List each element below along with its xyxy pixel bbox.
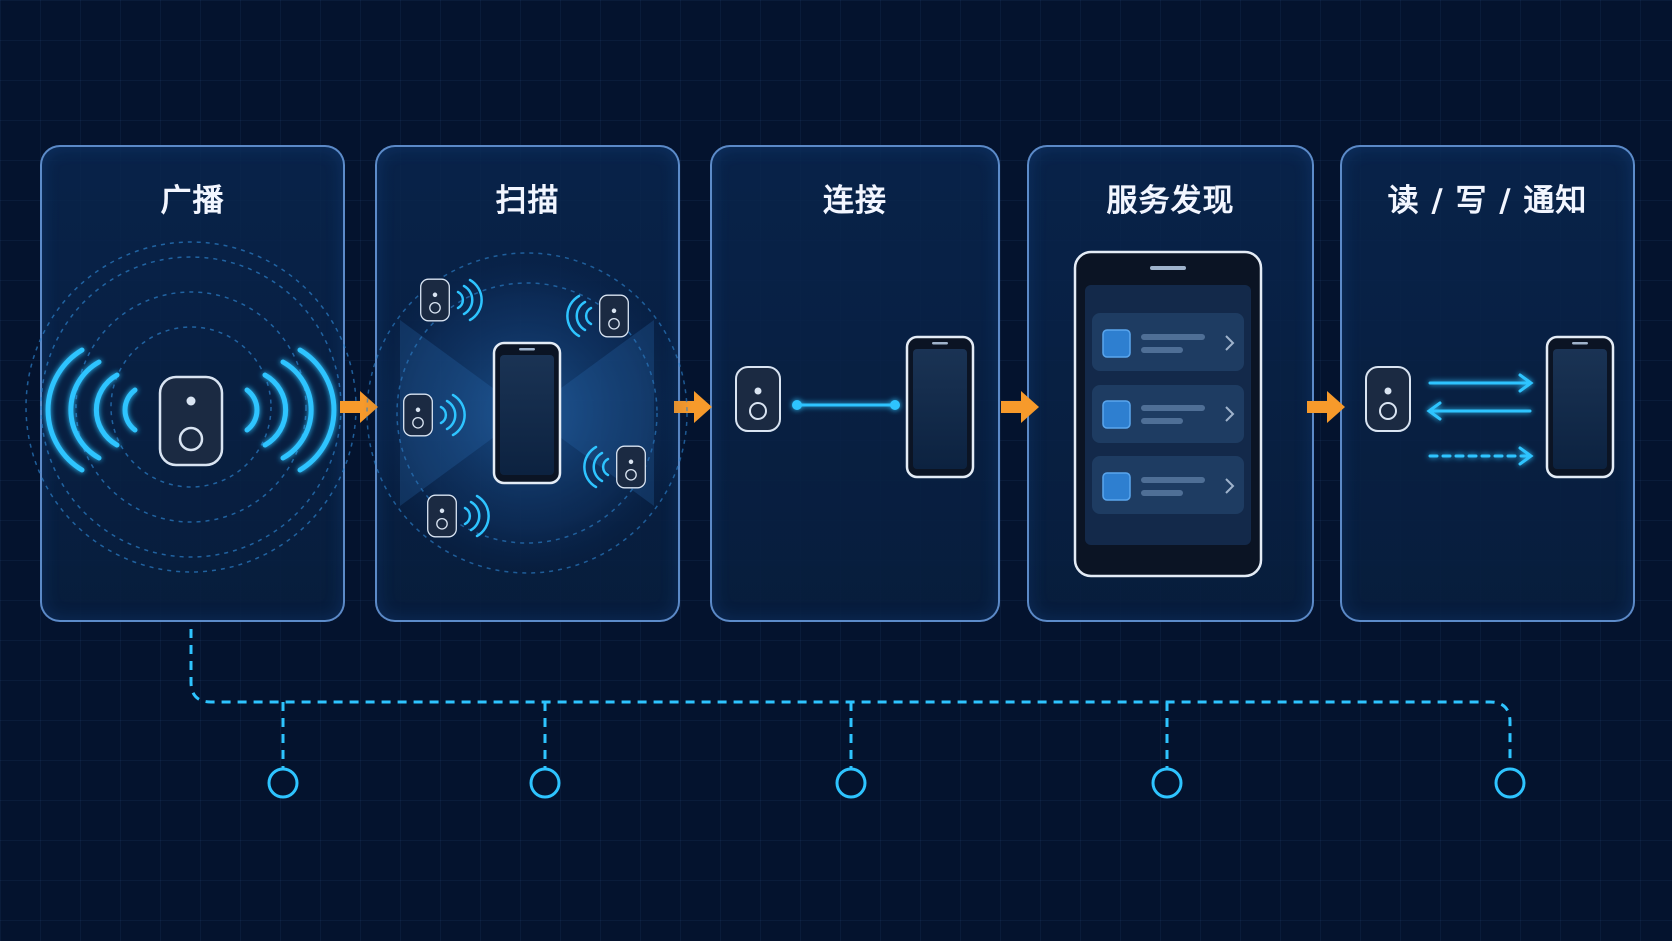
service-discovery-illustration <box>1073 250 1263 578</box>
panel-title-advertising: 广播 <box>160 183 225 219</box>
chevron-right-icon <box>1225 406 1235 422</box>
ble-device-icon <box>420 278 483 322</box>
service-list-item <box>1092 313 1244 371</box>
panel-title-connecting: 连接 <box>823 183 887 219</box>
panel-title-service-discovery: 服务发现 <box>1106 183 1235 219</box>
panel-title-scanning: 扫描 <box>495 183 560 219</box>
connection-line <box>792 400 900 410</box>
ble-device-icon <box>735 366 781 432</box>
read-arrow <box>1426 401 1532 421</box>
timeline-node <box>1151 767 1183 799</box>
arrow-right-icon <box>1001 391 1039 423</box>
timeline-node <box>835 767 867 799</box>
timeline-node <box>529 767 561 799</box>
service-list-item <box>1092 456 1244 514</box>
arrow-right-icon <box>1307 391 1345 423</box>
read-write-notify-illustration <box>1365 335 1615 479</box>
timeline-node <box>1494 767 1526 799</box>
scanning-illustration <box>362 248 692 578</box>
ble-device-icon <box>583 445 646 489</box>
write-arrow <box>1428 373 1534 393</box>
connecting-illustration <box>735 335 975 479</box>
timeline-bus <box>189 629 1512 768</box>
phone-icon <box>905 335 975 479</box>
phone-icon <box>1545 335 1615 479</box>
advertising-illustration <box>25 241 357 573</box>
ble-device-icon <box>403 393 466 437</box>
ble-device-icon <box>158 375 224 467</box>
ble-device-icon <box>566 294 629 338</box>
panel-title-read-write-notify: 读 / 写 / 通知 <box>1387 183 1588 219</box>
broadcast-waves-icon <box>45 347 337 473</box>
notify-arrow <box>1428 446 1534 466</box>
chevron-right-icon <box>1225 478 1235 494</box>
chevron-right-icon <box>1225 335 1235 351</box>
ble-device-icon <box>427 494 490 538</box>
ble-device-icon <box>1365 366 1411 432</box>
phone-icon <box>492 341 562 485</box>
service-list-item <box>1092 385 1244 443</box>
timeline-node <box>267 767 299 799</box>
